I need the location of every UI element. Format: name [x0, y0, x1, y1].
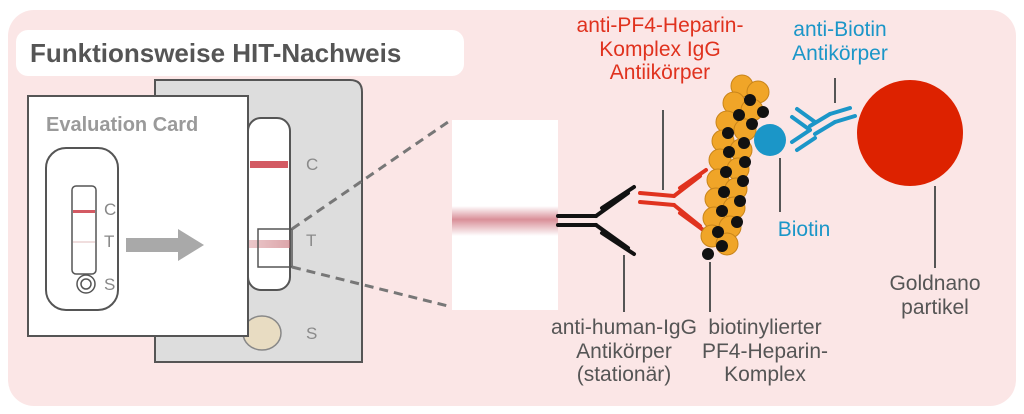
arrow-to-cassette [126, 229, 204, 261]
anti-biotin-antibody [790, 106, 857, 152]
label-anti-pf4: anti-PF4-Heparin- Komplex IgG Antiikörpe… [576, 14, 744, 85]
enlarged-strip-band [452, 206, 558, 236]
cassette-letter-t: T [306, 231, 317, 250]
anti-human-igg-antibody [556, 185, 636, 256]
cassette-letter-s: S [306, 324, 318, 343]
zoom-box [257, 228, 293, 268]
cassette-c-line [250, 161, 288, 168]
mini-t-line [73, 241, 95, 243]
biotin-dot [754, 124, 786, 156]
label-gold-nanoparticle: Goldnano partikel [889, 272, 981, 319]
anti-pf4-igg-antibody [638, 168, 708, 234]
mini-letter-s: S [104, 275, 116, 294]
mini-window [71, 185, 97, 275]
gold-nanoparticle [857, 80, 963, 186]
label-pf4-heparin-complex: biotinylierter PF4-Heparin- Komplex [701, 316, 829, 387]
page-title: Funktionsweise HIT-Nachweis [30, 38, 402, 68]
cassette-t-line [212, 240, 290, 248]
label-anti-biotin: anti-Biotin Antikörper [792, 18, 888, 65]
evaluation-card [27, 95, 249, 337]
label-biotin: Biotin [777, 218, 831, 241]
mini-letter-t: T [104, 232, 115, 251]
zoom-line-top [291, 120, 449, 231]
zoom-line-bottom [291, 265, 449, 308]
mini-letter-c: C [104, 200, 117, 219]
title-box [16, 30, 464, 76]
cassette-window [247, 117, 291, 291]
mini-c-line [73, 210, 95, 213]
evaluation-card-label: Evaluation Card [46, 114, 199, 136]
cassette-letter-c: C [306, 155, 319, 174]
pf4-heparin-complex [700, 74, 770, 260]
label-anti-human-igg: anti-human-IgG Antikörper (stationär) [551, 316, 697, 387]
